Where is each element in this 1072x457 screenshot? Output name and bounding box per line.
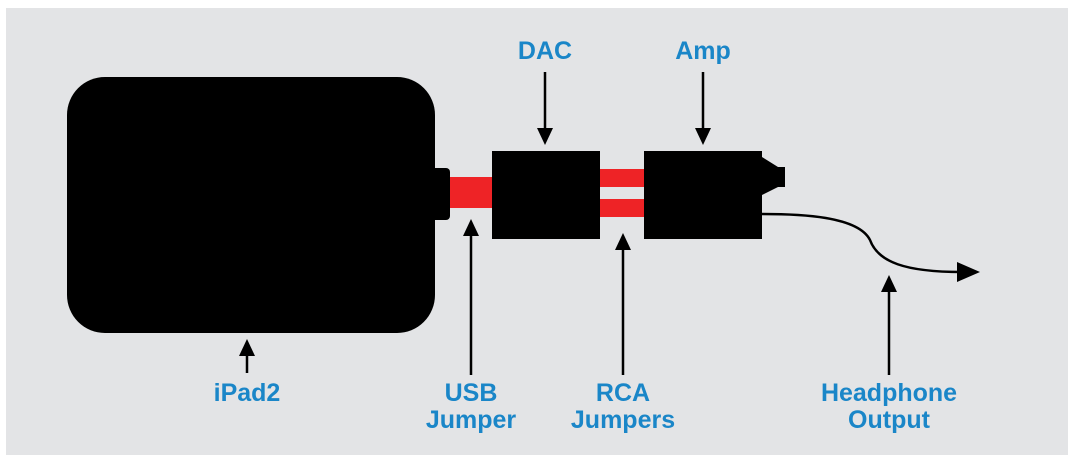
arrow-icon — [881, 275, 897, 375]
arrow-icon — [537, 72, 553, 145]
headphone-output-label: Headphone Output — [820, 379, 958, 434]
rca-jumpers-label: RCA Jumpers — [570, 379, 676, 434]
rca-jumper-top — [600, 169, 646, 187]
arrow-icon — [463, 219, 479, 375]
ipad-label: iPad2 — [213, 379, 281, 407]
arrow-icon — [615, 233, 631, 375]
arrow-icon — [239, 339, 255, 373]
usb-jumper-label: USB Jumper — [425, 379, 517, 434]
amp-label: Amp — [675, 37, 731, 65]
ipad-device — [67, 77, 435, 333]
dock-connector — [428, 168, 450, 220]
rca-jumper-bottom — [600, 199, 646, 217]
amp-device — [644, 151, 762, 239]
usb-jumper-cable — [450, 177, 494, 208]
arrow-icon — [957, 262, 980, 282]
arrow-icon — [695, 72, 711, 145]
headphone-cable — [761, 212, 963, 274]
amp-jack — [762, 157, 785, 195]
dac-label: DAC — [517, 37, 573, 65]
dac-device — [492, 151, 600, 239]
